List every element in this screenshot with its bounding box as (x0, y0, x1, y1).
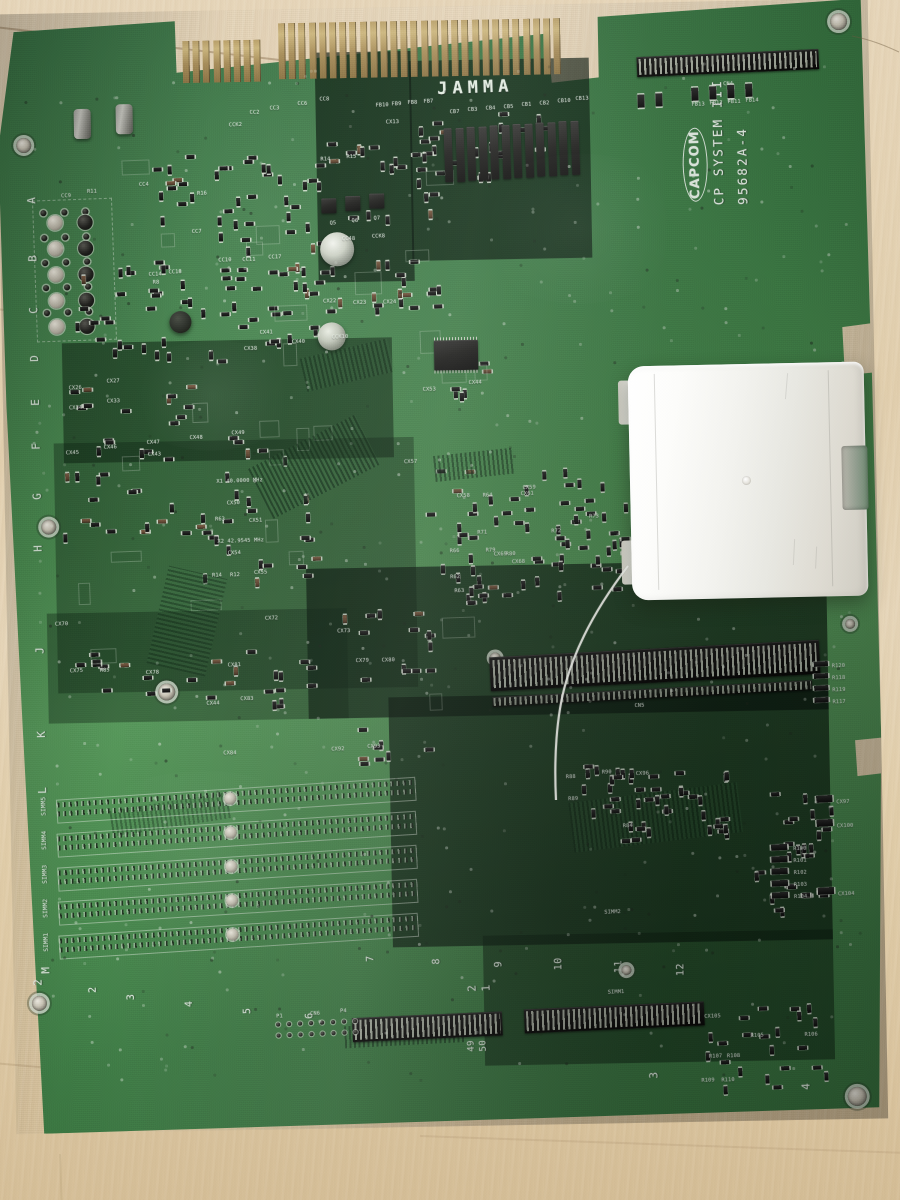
battery-wire (553, 564, 630, 801)
stray-hair (851, 35, 900, 53)
